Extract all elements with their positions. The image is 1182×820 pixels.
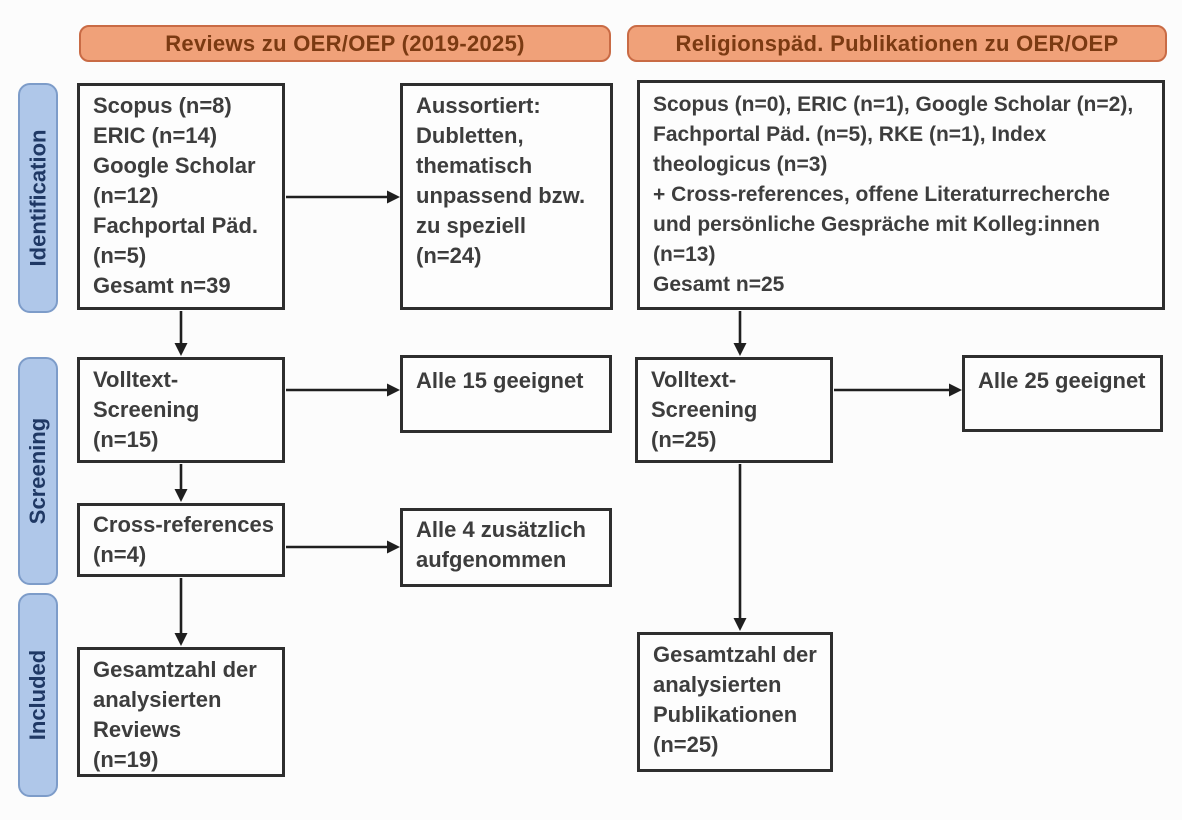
stage-bar-screening: Screening	[18, 357, 58, 585]
node-right-included-text: Gesamtzahl der analysierten Publikatione…	[653, 642, 817, 757]
column-header-reviews-label: Reviews zu OER/OEP (2019-2025)	[165, 30, 525, 56]
node-left-fulltext-result: Alle 15 geeignet	[400, 355, 612, 433]
arrow-left-sources-to-excluded	[286, 190, 400, 204]
node-left-crossref-result: Alle 4 zusätzlich aufgenommen	[400, 508, 612, 587]
node-right-fulltext-result-text: Alle 25 geeignet	[978, 368, 1146, 393]
node-left-sources-text: Scopus (n=8) ERIC (n=14) Google Scholar …	[93, 93, 259, 298]
node-left-fulltext-screening-text: Volltext- Screening (n=15)	[93, 367, 200, 452]
stage-label-identification: Identification	[25, 129, 51, 267]
stage-label-included: Included	[25, 649, 51, 741]
node-left-fulltext-screening: Volltext- Screening (n=15)	[77, 357, 285, 463]
column-header-reviews: Reviews zu OER/OEP (2019-2025)	[79, 25, 611, 62]
node-right-fulltext-screening: Volltext- Screening (n=25)	[635, 357, 833, 463]
arrow-right-fulltext-to-included	[733, 464, 747, 631]
node-left-crossref-result-text: Alle 4 zusätzlich aufgenommen	[416, 517, 586, 572]
node-left-sources: Scopus (n=8) ERIC (n=14) Google Scholar …	[77, 83, 285, 310]
arrow-right-sources-to-fulltext	[733, 311, 747, 356]
arrow-left-fulltext-to-result	[286, 383, 400, 397]
stage-label-screening: Screening	[25, 417, 50, 525]
node-left-excluded: Aussortiert: Dubletten, thematisch unpas…	[400, 83, 613, 310]
arrow-left-crossref-to-result	[286, 540, 400, 554]
arrow-right-fulltext-to-result	[834, 383, 962, 397]
node-left-crossref-text: Cross-references (n=4)	[93, 512, 274, 567]
node-left-fulltext-result-text: Alle 15 geeignet	[416, 368, 584, 393]
column-header-religionspaed: Religionspäd. Publikationen zu OER/OEP	[627, 25, 1167, 62]
stage-bar-included: Included	[18, 593, 58, 797]
node-left-included: Gesamtzahl der analysierten Reviews (n=1…	[77, 647, 285, 777]
column-header-religionspaed-label: Religionspäd. Publikationen zu OER/OEP	[675, 30, 1119, 56]
stage-bar-identification: Identification	[18, 83, 58, 313]
arrow-left-crossref-to-included	[174, 578, 188, 646]
node-left-crossref: Cross-references (n=4)	[77, 503, 285, 577]
node-right-fulltext-result: Alle 25 geeignet	[962, 355, 1163, 432]
node-left-excluded-text: Aussortiert: Dubletten, thematisch unpas…	[416, 93, 586, 268]
node-left-included-text: Gesamtzahl der analysierten Reviews (n=1…	[93, 657, 257, 772]
node-right-sources: Scopus (n=0), ERIC (n=1), Google Scholar…	[637, 80, 1165, 310]
node-right-sources-text: Scopus (n=0), ERIC (n=1), Google Scholar…	[653, 93, 1134, 296]
node-right-included: Gesamtzahl der analysierten Publikatione…	[637, 632, 833, 772]
arrow-left-sources-to-fulltext	[174, 311, 188, 356]
arrow-left-fulltext-to-crossref	[174, 464, 188, 502]
node-right-fulltext-screening-text: Volltext- Screening (n=25)	[651, 367, 758, 452]
